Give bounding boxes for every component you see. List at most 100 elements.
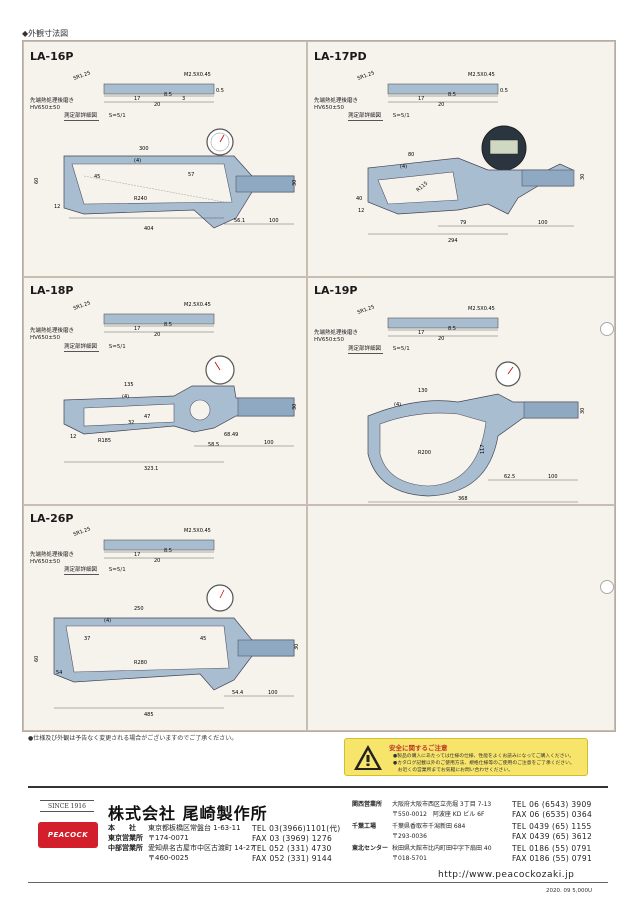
- dim-17: 17: [134, 326, 140, 332]
- phone-number: TEL 06 (6543) 3909: [512, 800, 592, 809]
- website-link[interactable]: http://www.peacockozaki.jp: [438, 870, 575, 880]
- phone-number: FAX 0439 (65) 3612: [512, 832, 593, 841]
- thread-label: M2.5X0.45: [468, 72, 495, 78]
- thread-label: M2.5X0.45: [184, 528, 211, 534]
- spec-text: 先端熱処理後磨き HV650±50: [314, 98, 358, 112]
- office-row: 〒018-5701: [352, 854, 427, 863]
- range-label-row: 測定部詳細図 S=5/1: [348, 346, 410, 354]
- panel-la-19p: LA-19P SR1.25 M2.5X0.45 17 8.5 20 先端熱処理後…: [307, 277, 615, 505]
- dim-20: 20: [154, 102, 160, 108]
- office-row: 〒460-0025: [108, 854, 189, 863]
- treat-label: 先端熱処理後磨き: [314, 330, 359, 336]
- office-address: 千葉県香取市千潟新田 684: [392, 823, 466, 830]
- dim-47: 47: [144, 414, 150, 420]
- sr-label: SR1.25: [357, 304, 376, 316]
- dim-0-5: 0.5: [500, 88, 508, 94]
- office-address: 〒460-0025: [148, 854, 189, 862]
- office-label: 関西営業所: [352, 801, 383, 808]
- office-row: 関西営業所大阪府大阪市西区立売堀 3丁目 7-13: [352, 800, 491, 809]
- office-address: 〒293-0036: [392, 833, 427, 840]
- treat-label: 先端熱処理後磨き: [30, 98, 75, 104]
- dim-40: 40: [356, 196, 362, 202]
- dim-12: 12: [54, 204, 60, 210]
- office-address: 秋田県大館市比内町田中字下扇田 40: [392, 845, 492, 852]
- panel-empty: [307, 505, 615, 731]
- spec-text: 先端熱処理後磨き HV650±50: [30, 328, 74, 342]
- range-label: 測定部詳細図: [64, 567, 100, 575]
- safety-line: ●カタログ記載以外のご使用方法、規格仕様等のご使用のご注意をご了承ください。: [393, 761, 575, 766]
- caliper-drawing: 135 (4) 47 32 12 R185 68.49 58.5 100 323…: [63, 355, 298, 472]
- range-label-row: 測定部詳細図 S=5/1: [64, 113, 126, 121]
- spec-detail-drawing: SR1.25 M2.5X0.45 17 8.5 20 0.5: [357, 70, 508, 108]
- footer-divider: [28, 786, 608, 788]
- range-label-row: 測定部詳細図 S=5/1: [348, 113, 410, 121]
- office-label: 東京営業所: [108, 834, 143, 842]
- dim-32: 32: [128, 420, 134, 426]
- scale-label: S=5/1: [108, 567, 126, 573]
- office-label: 東北センター: [352, 845, 389, 852]
- panel-la-18p: LA-18P SR1.25 M2.5X0.45 17 8.5 20 先端熱処理後…: [23, 277, 307, 505]
- dim-20: 20: [154, 558, 160, 564]
- dim-4: (4): [394, 402, 401, 408]
- treat-label: 先端熱処理後磨き: [30, 552, 75, 558]
- dim-56-1: 56.1: [234, 218, 245, 224]
- scale-label: S=5/1: [392, 346, 410, 352]
- treat-label: 先端熱処理後磨き: [314, 98, 359, 104]
- caliper-drawing: 80 (4) 40 12 R115 79 100 30 294: [356, 125, 586, 244]
- range-label: 測定部詳細図: [64, 113, 100, 121]
- phone-number: FAX 03 (3969) 1276: [252, 834, 333, 843]
- scale-label: S=5/1: [108, 113, 126, 119]
- hv-label: HV650±50: [314, 105, 345, 111]
- dim-68-49: 68.49: [224, 432, 238, 438]
- spec-detail-drawing: SR1.25 M2.5X0.45 17 8.5 20: [357, 304, 499, 342]
- dim-12: 12: [358, 208, 364, 214]
- binder-hole: [600, 322, 614, 336]
- model-name: LA-17PD: [314, 50, 367, 63]
- spec-detail-drawing: SR1.25 M2.5X0.45 17 8.5 20: [73, 526, 215, 564]
- hv-label: HV650±50: [30, 335, 61, 341]
- dim-100: 100: [264, 440, 274, 446]
- dim-4: (4): [134, 158, 141, 164]
- dim-404: 404: [144, 226, 154, 232]
- office-address: 〒550-0012 阿波座 KD ビル 6F: [392, 811, 485, 818]
- spec-text: 先端熱処理後磨き HV650±50: [30, 98, 74, 112]
- sr-label: SR1.25: [357, 70, 376, 82]
- dim-20: 20: [438, 102, 444, 108]
- office-label: 中部営業所: [108, 844, 143, 852]
- caliper-drawing: 250 (4) 37 45 60 54 R280 54.4 100 485 30: [34, 584, 300, 718]
- dim-30: 30: [294, 644, 300, 650]
- dim-54-4: 54.4: [232, 690, 243, 696]
- panel-la-16p: LA-16P SR1.25 M2.5X0.45 17 8.5 20 3 0.5 …: [23, 41, 307, 277]
- dim-20: 20: [154, 332, 160, 338]
- dim-r185: R185: [98, 438, 111, 444]
- range-label-row: 測定部詳細図 S=5/1: [64, 344, 126, 352]
- dim-0-5: 0.5: [216, 88, 224, 94]
- dim-45: 45: [94, 174, 100, 180]
- spec-detail-drawing: SR1.25 M2.5X0.45 17 8.5 20: [73, 300, 215, 338]
- range-label-row: 測定部詳細図 S=5/1: [64, 567, 126, 575]
- dim-100: 100: [538, 220, 548, 226]
- dim-17: 17: [418, 330, 424, 336]
- office-row: 本 社東京都板橋区常盤台 1-63-11: [108, 824, 241, 833]
- dimension-drawings-grid: LA-16P SR1.25 M2.5X0.45 17 8.5 20 3 0.5 …: [22, 40, 616, 732]
- hv-label: HV650±50: [30, 105, 61, 111]
- office-row: 〒550-0012 阿波座 KD ビル 6F: [352, 810, 484, 819]
- dim-8-5: 8.5: [448, 326, 456, 332]
- dim-8-5: 8.5: [448, 92, 456, 98]
- dim-37: 37: [84, 636, 90, 642]
- safety-title: 安全に関するご注意: [389, 744, 448, 752]
- dim-12: 12: [70, 434, 76, 440]
- url-divider: [28, 882, 608, 883]
- hv-label: HV650±50: [30, 559, 61, 565]
- dim-100: 100: [548, 474, 558, 480]
- dim-30: 30: [292, 404, 298, 410]
- dim-54: 54: [56, 670, 62, 676]
- dim-8-5: 8.5: [164, 548, 172, 554]
- panel-la-26p: LA-26P SR1.25 M2.5X0.45 17 8.5 20 先端熱処理後…: [23, 505, 307, 731]
- dim-294: 294: [448, 238, 458, 244]
- range-label: 測定部詳細図: [64, 344, 100, 352]
- dim-20: 20: [438, 336, 444, 342]
- dim-30: 30: [580, 408, 586, 414]
- phone-number: TEL 0186 (55) 0791: [512, 844, 592, 853]
- company-name: 株式会社 尾崎製作所: [108, 804, 268, 823]
